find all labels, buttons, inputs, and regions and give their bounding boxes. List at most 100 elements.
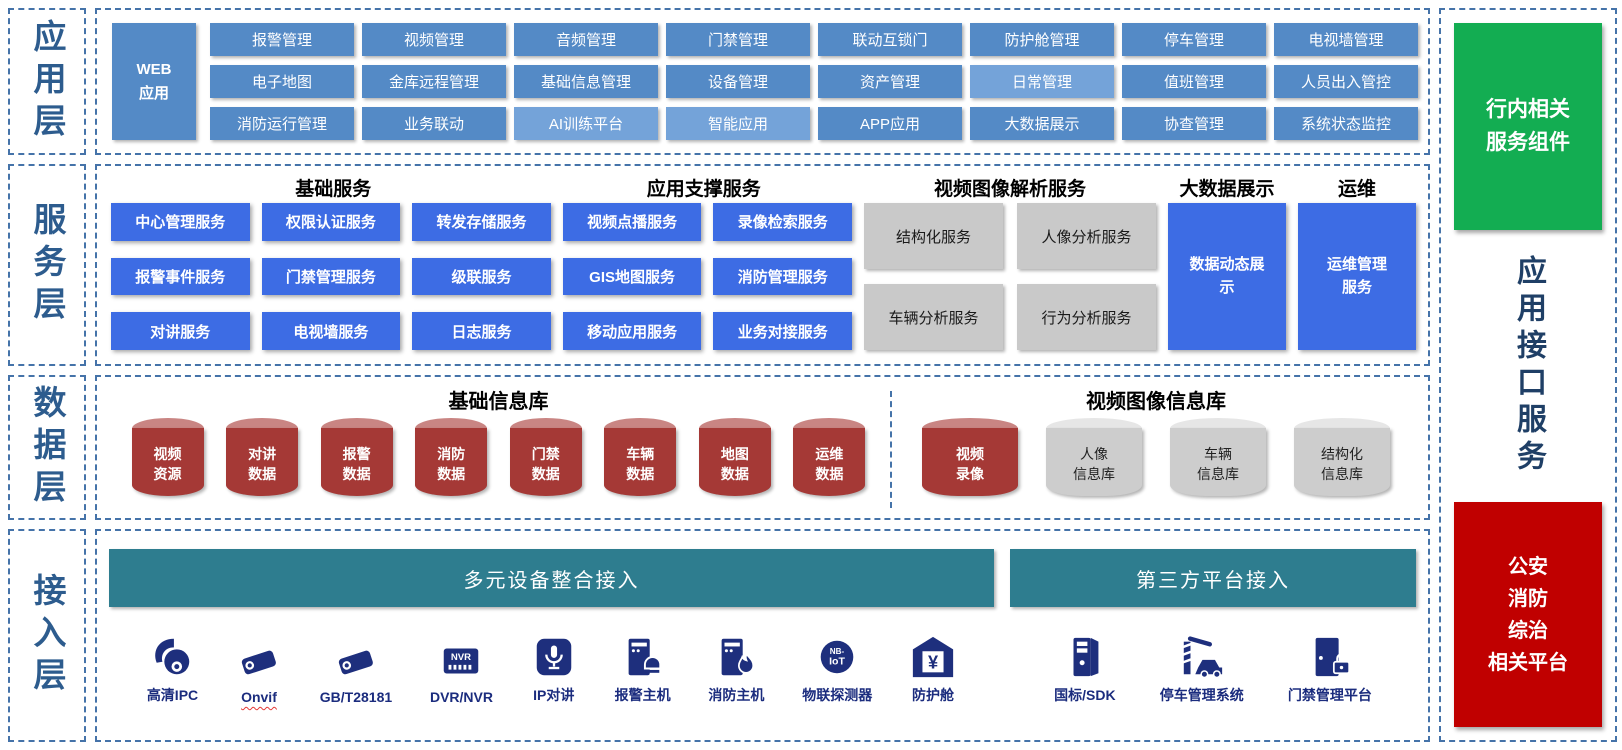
data-section-divider xyxy=(890,391,892,508)
layer-label-text: 应用层 xyxy=(29,18,66,145)
device-item: 报警主机 xyxy=(615,634,671,705)
device-item: NVR DVR/NVR xyxy=(430,638,493,705)
layer-label-text: 服务层 xyxy=(29,202,66,328)
bigdata-header: 大数据展示 xyxy=(1179,178,1275,200)
device-item: ¥ 防护舱 xyxy=(910,634,956,705)
svg-text:NB-: NB- xyxy=(830,647,845,656)
database-cylinder: 门禁数据 xyxy=(509,418,582,496)
database-cylinder: 地图数据 xyxy=(698,418,771,496)
service-module: 报警事件服务 xyxy=(111,257,250,296)
external-platforms-box: 公安 消防 综治 相关平台 xyxy=(1454,502,1602,727)
parking-barrier-icon xyxy=(1181,636,1222,679)
ops-header: 运维 xyxy=(1337,178,1376,200)
device-label: Onvif xyxy=(241,689,277,705)
app-module: 报警管理 xyxy=(210,23,354,56)
app-module: APP应用 xyxy=(818,107,962,140)
database-cylinder: 对讲数据 xyxy=(226,418,299,496)
bigdata-box-line1: 数据动态展 xyxy=(1189,256,1265,273)
layer-label-data: 数据层 xyxy=(8,375,86,520)
platform-access-bar: 第三方平台接入 xyxy=(1010,549,1416,607)
device-label: 报警主机 xyxy=(614,687,671,703)
service-module: 业务对接服务 xyxy=(713,312,852,350)
service-module: 门禁管理服务 xyxy=(261,257,401,296)
basic-cylinders-row: 视频资源 对讲数据 报警数据 消防数据 门禁数据 车辆数据 地图数据 运维数据 xyxy=(109,413,888,510)
database-cylinder: 人像信息库 xyxy=(1046,418,1142,496)
platform-label: 停车管理系统 xyxy=(1159,687,1244,703)
device-item: Onvif xyxy=(236,638,282,705)
platform-item: 国标/SDK xyxy=(1054,634,1116,705)
application-modules-grid: 报警管理 视频管理 音频管理 门禁管理 联动互锁门 防护舱管理 停车管理 电视墙… xyxy=(210,23,1418,140)
video-database-group: 视频图像信息库 视频录像 人像信息库 车辆信息库 结构化信息库 xyxy=(894,385,1418,510)
service-module: 转发存储服务 xyxy=(412,203,551,241)
server-icon xyxy=(1073,637,1099,677)
ops-box-line1: 运维管理 xyxy=(1326,256,1387,273)
layer-label-access: 接入层 xyxy=(8,529,86,742)
service-modules-grid: 中心管理服务 权限认证服务 转发存储服务 视频点播服务 录像检索服务 报警事件服… xyxy=(111,203,852,350)
platform-item: 停车管理系统 xyxy=(1160,634,1244,705)
device-label: 消防主机 xyxy=(708,687,765,703)
application-layer-section: WEB 应用 报警管理 视频管理 音频管理 门禁管理 联动互锁门 防护舱管理 停… xyxy=(95,8,1430,155)
analysis-module: 行为分析服务 xyxy=(1017,284,1156,350)
door-lock-icon xyxy=(1315,637,1350,677)
service-module: 录像检索服务 xyxy=(713,203,852,241)
platform-label: 门禁管理平台 xyxy=(1287,687,1372,703)
analysis-module: 结构化服务 xyxy=(864,203,1003,269)
svg-text:IoT: IoT xyxy=(829,656,845,668)
app-module: 人员出入管控 xyxy=(1274,65,1418,98)
ops-management-box: 运维管理 服务 xyxy=(1298,203,1416,350)
app-module: 防护舱管理 xyxy=(970,23,1114,56)
device-access-bar: 多元设备整合接入 xyxy=(109,549,994,607)
nvr-icon: NVR xyxy=(444,648,479,674)
device-item: Onvif 高清IPC xyxy=(147,634,198,705)
access-icons-area: Onvif 高清IPC Onvif xyxy=(109,607,1416,730)
service-module: 日志服务 xyxy=(412,312,551,350)
database-cylinder: 车辆信息库 xyxy=(1170,418,1266,496)
service-module: 移动应用服务 xyxy=(562,312,702,350)
api-service-label: 应用接口服务 xyxy=(1512,255,1545,477)
layer-label-application: 应用层 xyxy=(8,8,86,155)
app-module: 值班管理 xyxy=(1122,65,1266,98)
ops-box-line2: 服务 xyxy=(1341,278,1372,296)
ptz-camera-icon xyxy=(155,638,190,675)
device-label: 高清IPC xyxy=(146,687,199,703)
app-module: 日常管理 xyxy=(970,65,1114,98)
service-group-headers: 基础服务 应用支撑服务 视频图像解析服务 大数据展示 运维 xyxy=(111,171,1416,203)
device-icons-group: Onvif 高清IPC Onvif xyxy=(109,634,994,705)
layer-label-service: 服务层 xyxy=(8,164,86,366)
database-cylinder: 消防数据 xyxy=(415,418,488,496)
layer-label-text: 接入层 xyxy=(29,572,66,699)
service-module: 中心管理服务 xyxy=(111,203,250,241)
web-box-line2: 应用 xyxy=(138,84,169,102)
app-module: 电子地图 xyxy=(210,65,354,98)
app-module: 系统状态监控 xyxy=(1274,107,1418,140)
app-module: 资产管理 xyxy=(818,65,962,98)
main-content: WEB 应用 报警管理 视频管理 音频管理 门禁管理 联动互锁门 防护舱管理 停… xyxy=(95,8,1430,742)
video-cylinders-row: 视频录像 人像信息库 车辆信息库 结构化信息库 xyxy=(894,413,1418,510)
database-cylinder: 运维数据 xyxy=(793,418,866,496)
app-module: 停车管理 xyxy=(1122,23,1266,56)
app-module: AI训练平台 xyxy=(514,107,658,140)
video-analysis-grid: 结构化服务 人像分析服务 车辆分析服务 行为分析服务 xyxy=(864,203,1156,350)
basic-database-group: 基础信息库 视频资源 对讲数据 报警数据 消防数据 门禁数据 车辆数据 xyxy=(109,385,888,510)
service-layer-section: 基础服务 应用支撑服务 视频图像解析服务 大数据展示 运维 中心管理服务 权限认… xyxy=(95,164,1430,366)
nbiot-icon: NB- IoT xyxy=(820,640,854,674)
internal-services-box: 行内相关 服务组件 xyxy=(1454,23,1602,230)
fire-host-icon xyxy=(722,638,755,676)
app-module: 音频管理 xyxy=(514,23,658,56)
app-module: 视频管理 xyxy=(362,23,506,56)
svg-text:NVR: NVR xyxy=(451,652,471,663)
svg-text:¥: ¥ xyxy=(928,653,939,673)
web-application-box: WEB 应用 xyxy=(112,23,196,140)
service-module: 视频点播服务 xyxy=(562,203,702,241)
platform-item: 门禁管理平台 xyxy=(1288,634,1372,705)
service-module: 权限认证服务 xyxy=(261,203,401,241)
bigdata-display-box: 数据动态展 示 xyxy=(1168,203,1286,350)
video-analysis-header: 视频图像解析服务 xyxy=(933,178,1086,200)
app-module: 电视墙管理 xyxy=(1274,23,1418,56)
analysis-module: 车辆分析服务 xyxy=(864,284,1003,350)
device-item: NB- IoT 物联探测器 xyxy=(802,634,872,705)
service-module: 对讲服务 xyxy=(111,312,250,350)
device-item: IP对讲 xyxy=(531,634,577,705)
app-module: 大数据展示 xyxy=(970,107,1114,140)
